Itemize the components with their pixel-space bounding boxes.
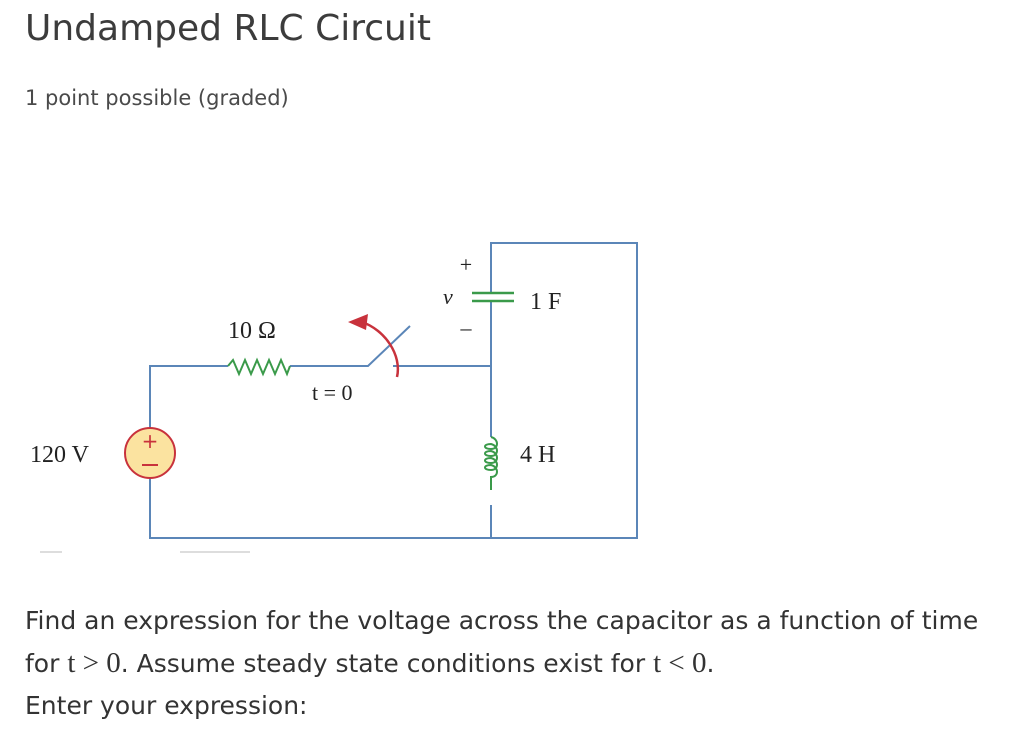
enter-expression-label: Enter your expression: — [25, 691, 308, 720]
voltage-source: + — [124, 427, 176, 479]
problem-title: Undamped RLC Circuit — [25, 8, 431, 49]
points-possible: 1 point possible (graded) — [25, 86, 289, 110]
capacitor-label: 1 F — [530, 289, 561, 315]
prompt-text: . — [706, 649, 715, 678]
resistor — [227, 357, 291, 377]
question-prompt: Find an expression for the voltage acros… — [25, 600, 1005, 727]
capacitor-voltage-label: v — [443, 284, 453, 309]
capacitor-plus: + — [460, 252, 472, 277]
wires — [149, 242, 638, 539]
source-plus: + — [142, 429, 159, 453]
math-condition-t-gt-0: t > 0 — [67, 647, 121, 679]
prompt-text: Find an expression for the voltage acros… — [25, 606, 979, 678]
capacitor-minus: – — [460, 315, 473, 340]
circuit-diagram: + 120 V 10 Ω t = 0 1 F v + – 4 H — [30, 242, 638, 553]
capacitor — [472, 291, 514, 303]
switch-arrow-icon — [348, 314, 400, 378]
resistor-label: 10 Ω — [228, 318, 276, 344]
math-condition-t-lt-0: t < 0 — [653, 647, 707, 679]
inductor-label: 4 H — [520, 442, 555, 468]
source-label: 120 V — [30, 442, 90, 468]
prompt-text: . Assume steady state conditions exist f… — [120, 649, 654, 678]
inductor — [484, 436, 498, 490]
switch-label: t = 0 — [312, 380, 353, 405]
